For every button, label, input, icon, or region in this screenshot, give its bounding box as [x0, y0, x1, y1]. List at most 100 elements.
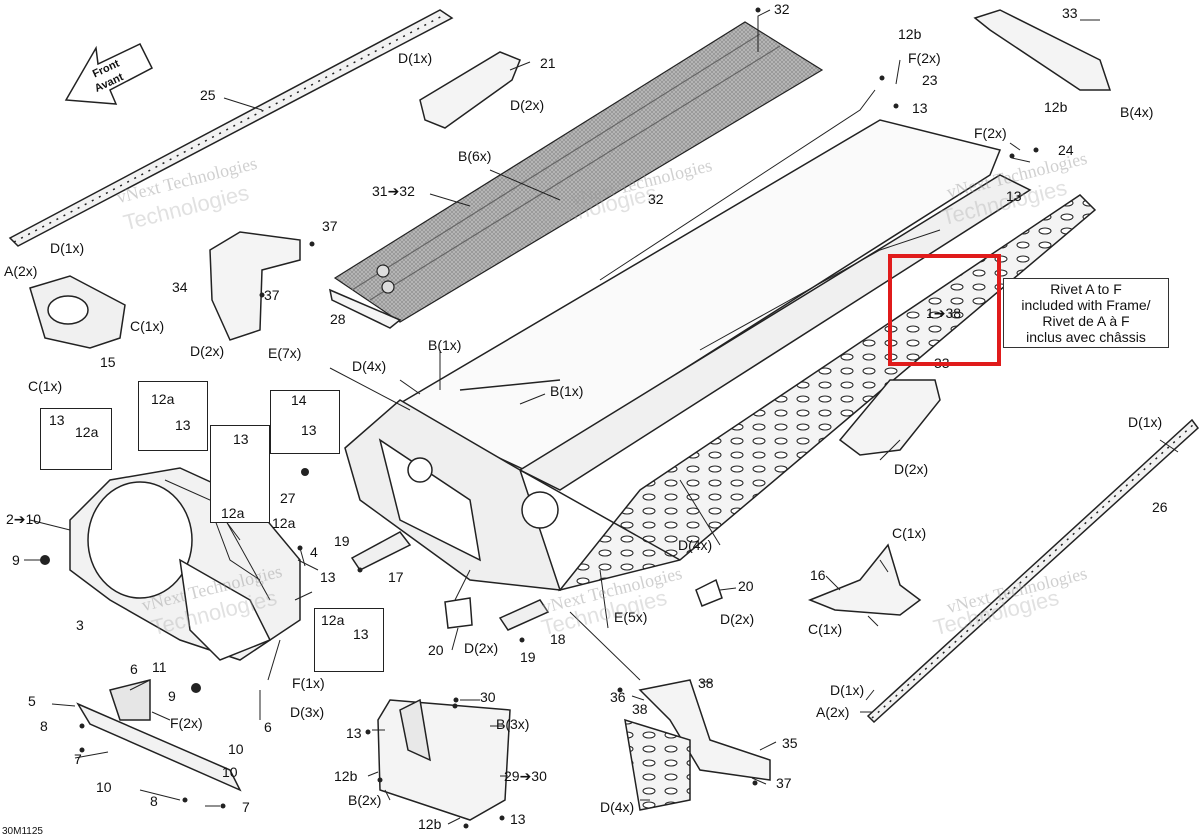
detail-box-13-12a-grid: 13 12a — [210, 425, 270, 523]
callout-label: 13 — [346, 725, 362, 741]
callout-label: 19 — [520, 649, 536, 665]
callout-label: F(2x) — [170, 715, 203, 731]
callout-label: 32 — [774, 1, 790, 17]
callout-label: D(4x) — [600, 799, 635, 815]
callout-label: 29➔30 — [504, 768, 547, 784]
callout-label: 19 — [334, 533, 350, 549]
callout-label: 24 — [1058, 142, 1074, 158]
callout-label: D(4x) — [352, 358, 387, 374]
callout-label: 5 — [28, 693, 36, 709]
plate-20-part — [444, 578, 723, 629]
left-rail-part — [8, 9, 454, 247]
callout-label: C(1x) — [808, 621, 843, 637]
callout-label: 13 — [510, 811, 526, 827]
callout-label: 12b — [898, 26, 922, 42]
rivet-note-line: Rivet A to F — [1050, 281, 1122, 297]
callout-label: B(2x) — [348, 792, 382, 808]
callout-label: E(5x) — [614, 609, 648, 625]
bracket-15-part — [29, 275, 126, 349]
fastener-dots — [40, 7, 1039, 829]
callout-label: E(7x) — [268, 345, 302, 361]
heat-exchanger-part — [333, 21, 824, 323]
rivet-note-line: inclus avec châssis — [1026, 329, 1146, 345]
callout-label: A(2x) — [4, 263, 38, 279]
callout-label: F(2x) — [974, 125, 1007, 141]
callout-label: 37 — [322, 218, 338, 234]
callout-label: 16 — [810, 567, 826, 583]
callout-label: 13 — [320, 569, 336, 585]
callout-label: 21 — [540, 55, 556, 71]
callout-label: 10 — [228, 741, 244, 757]
callout-label: 18 — [550, 631, 566, 647]
callout-label: 31➔32 — [372, 183, 415, 199]
callout-label: 38 — [698, 675, 714, 691]
callout-label: 8 — [40, 718, 48, 734]
callout-label: D(3x) — [290, 704, 325, 720]
callout-label: D(2x) — [894, 461, 929, 477]
callout-label: 20 — [428, 642, 444, 658]
callout-label: D(4x) — [678, 537, 713, 553]
callout-label: 12b — [418, 816, 442, 832]
bracket-16-part — [807, 543, 922, 616]
bracket-21-part — [419, 51, 521, 129]
callout-label: F(1x) — [292, 675, 325, 691]
callout-label: 12a — [272, 515, 296, 531]
callout-label: D(2x) — [720, 611, 755, 627]
callout-label: 34 — [172, 279, 188, 295]
rivet-range-label: 1➔38 — [926, 305, 962, 321]
callout-label: D(2x) — [190, 343, 225, 359]
callout-label: 28 — [330, 311, 346, 327]
callout-label: 7 — [242, 799, 250, 815]
callout-label: B(1x) — [428, 337, 462, 353]
callout-label: B(4x) — [1120, 104, 1154, 120]
callout-label: 25 — [200, 87, 216, 103]
callout-label: D(1x) — [1128, 414, 1163, 430]
rivet-note-line: Rivet de A à F — [1042, 313, 1130, 329]
callout-label: 8 — [150, 793, 158, 809]
callout-label: D(2x) — [510, 97, 545, 113]
main-tunnel-frame — [344, 119, 1097, 592]
callout-label: B(1x) — [550, 383, 584, 399]
callout-label: 10 — [222, 764, 238, 780]
callout-label: 12b — [334, 768, 358, 784]
callout-label: 4 — [310, 544, 318, 560]
callout-label: 3 — [76, 617, 84, 633]
highlight-frame — [888, 254, 1001, 366]
callout-label: F(2x) — [908, 50, 941, 66]
callout-label: 37 — [776, 775, 792, 791]
front-arrow-icon — [64, 43, 153, 105]
callout-label: B(3x) — [496, 716, 530, 732]
rear-brace-part — [624, 679, 771, 811]
callout-label: 37 — [264, 287, 280, 303]
callout-label: B(6x) — [458, 148, 492, 164]
callout-label: 15 — [100, 354, 116, 370]
callout-label: D(2x) — [464, 640, 499, 656]
callout-label: 27 — [280, 490, 296, 506]
right-rail-part — [866, 418, 1200, 724]
detail-box-12a-13-lower: 12a 13 — [314, 608, 384, 672]
footrest-bracket-part — [377, 698, 511, 821]
detail-box-12a-13: 12a 13 — [138, 381, 208, 451]
callout-label: 12b — [1044, 99, 1068, 115]
drawing-code: 30M1125 — [2, 826, 43, 837]
bracket-33-part — [973, 9, 1112, 91]
lower-crossmember-part — [76, 679, 242, 792]
callout-label: 35 — [782, 735, 798, 751]
rivet-note: Rivet A to F included with Frame/ Rivet … — [1003, 278, 1169, 348]
callout-label: 10 — [96, 779, 112, 795]
callout-label: 6 — [264, 719, 272, 735]
callout-label: 9 — [12, 552, 20, 568]
bracket-22-part — [838, 379, 941, 456]
callout-label: A(2x) — [816, 704, 850, 720]
detail-box-14-13: 14 13 — [270, 390, 340, 454]
callout-label: 33 — [1062, 5, 1078, 21]
callout-label: 17 — [388, 569, 404, 585]
rivet-note-line: included with Frame/ — [1021, 297, 1151, 313]
detail-box-13-12a: 13 12a — [40, 408, 112, 470]
callout-label: 11 — [152, 659, 167, 675]
leader-lines — [24, 9, 1179, 825]
callout-label: 23 — [922, 72, 938, 88]
callout-label: 38 — [632, 701, 648, 717]
